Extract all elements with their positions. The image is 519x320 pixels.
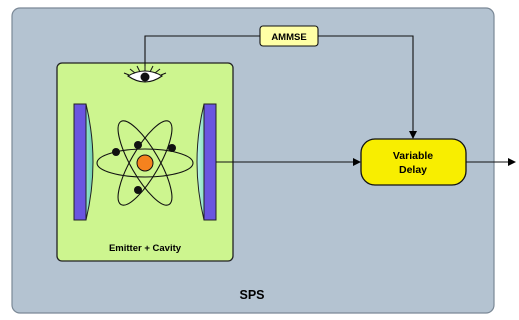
eye-to-ammse-line bbox=[144, 35, 260, 66]
atom-icon bbox=[96, 120, 194, 206]
variable-delay-box bbox=[360, 138, 467, 186]
mirror-left-icon bbox=[73, 103, 94, 221]
eye-icon bbox=[123, 64, 167, 83]
sps-label: SPS bbox=[239, 288, 264, 302]
mirror-right-icon bbox=[196, 103, 217, 221]
ammse-box bbox=[259, 25, 319, 47]
ammse-label: AMMSE bbox=[271, 32, 306, 43]
variable-delay-label-line1: Variable bbox=[393, 150, 433, 162]
emitter-cavity-label: Emitter + Cavity bbox=[109, 243, 182, 254]
ammse-to-delay-arrow bbox=[318, 35, 417, 139]
variable-delay-label-line2: Delay bbox=[399, 164, 427, 176]
